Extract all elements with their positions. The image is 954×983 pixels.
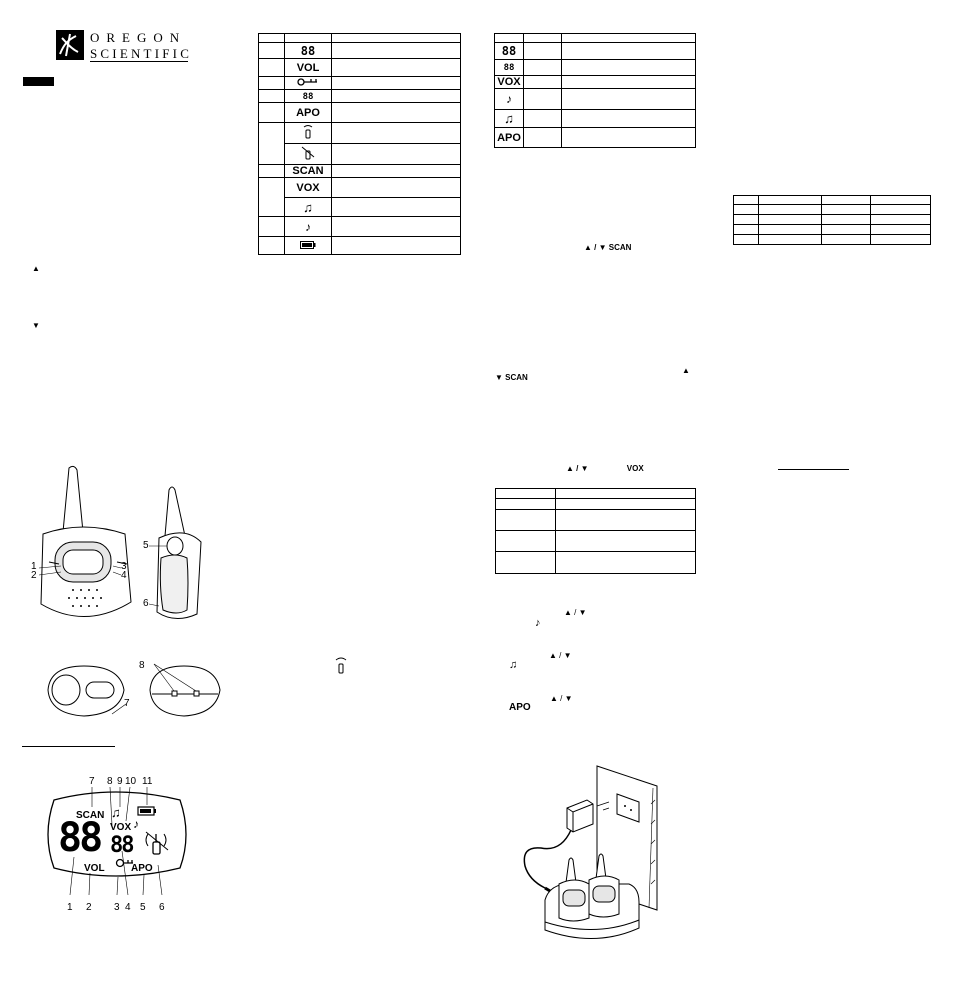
up-arrow-icon: ▲ — [32, 264, 40, 273]
lcd-code-digits: 88 — [110, 833, 134, 858]
callout-1: 1 — [31, 561, 37, 572]
t2-tone-icon: ♫ — [494, 109, 524, 128]
logo-line-2: SCIENTIFIC — [90, 46, 193, 61]
t1-apo-label: APO — [284, 102, 332, 123]
logo-rule — [90, 61, 188, 62]
logo-mark-icon — [56, 30, 84, 60]
t1-vol-label: VOL — [284, 58, 332, 77]
callout-2: 2 — [31, 570, 37, 581]
lcd-vol-label: VOL — [84, 863, 105, 874]
lcd-number-3: 3 — [114, 902, 120, 913]
apo-line-keys: ▲ / ▼ — [550, 694, 573, 703]
lcd-icon-table-1: 88 VOL 88 APO SCAN VOX ♫ ♪ — [258, 33, 461, 255]
t2-small-digits-icon: 88 — [494, 59, 524, 76]
down-arrow-icon: ▼ — [598, 243, 607, 252]
scan-key-line-1: ▲ / ▼ SCAN — [584, 243, 632, 252]
lcd-vox-label: VOX — [110, 822, 132, 833]
lcd-number-8: 8 — [107, 776, 113, 787]
callout-7: 7 — [124, 698, 130, 709]
t2-vox-label: VOX — [494, 75, 524, 89]
key-icon — [297, 78, 317, 86]
lcd-tone-icon: ♫ — [111, 805, 121, 820]
section-heading-underline — [22, 745, 115, 747]
lcd-number-5: 5 — [140, 902, 146, 913]
down-arrow-icon: ▼ — [32, 321, 40, 330]
tone-note-icon: ♫ — [509, 659, 518, 671]
t2-digits-icon: 88 — [494, 42, 524, 60]
oregon-scientific-logo: OREGON SCIENTIFIC — [56, 30, 189, 66]
tone-line-2-keys: ▲ / ▼ — [549, 651, 572, 660]
device-front-side-illustration — [38, 465, 202, 619]
scan-key-label: SCAN — [608, 243, 632, 252]
lcd-leader-lines — [69, 786, 163, 896]
device-top-bottom-illustration — [47, 663, 221, 717]
lcd-number-9: 9 — [117, 776, 123, 787]
call-icon — [301, 146, 315, 159]
vox-key-line: ▲ / ▼ VOX — [566, 464, 644, 473]
up-arrow-icon: ▲ — [549, 651, 557, 660]
callout-6: 6 — [143, 598, 149, 609]
callout-4: 4 — [121, 570, 127, 581]
down-arrow-icon: ▼ — [580, 464, 589, 473]
lcd-channel-digits: 88 — [58, 815, 103, 861]
logo-line-1: OREGON — [90, 30, 187, 45]
t2-apo-label: APO — [494, 127, 524, 148]
section-tab — [23, 77, 54, 86]
lcd-scan-label: SCAN — [76, 810, 105, 821]
scan-key-label: SCAN — [505, 373, 528, 382]
signal-icon — [303, 124, 313, 138]
down-arrow-icon: ▼ — [578, 608, 587, 617]
up-arrow-icon: ▲ — [550, 694, 558, 703]
lcd-number-2: 2 — [86, 902, 92, 913]
down-arrow-icon: ▼ — [563, 651, 572, 660]
t2-ringer-icon: ♪ — [494, 88, 524, 110]
lcd-icon-table-2: 88 88 VOX ♪ ♫ APO — [494, 33, 696, 148]
lcd-ringer-icon: ♪ — [133, 817, 139, 831]
vox-key-label: VOX — [626, 464, 644, 473]
callout-8: 8 — [139, 660, 145, 671]
signal-inline-icon — [335, 657, 347, 674]
ringer-note-icon: ♪ — [535, 617, 541, 629]
lcd-number-10: 10 — [125, 776, 137, 787]
lcd-display-outline — [47, 791, 187, 877]
charging-cradle-illustration — [523, 765, 658, 939]
t1-digits-icon: 88 — [300, 43, 316, 58]
lcd-number-1: 1 — [67, 902, 73, 913]
t1-tone-icon: ♫ — [284, 197, 332, 217]
lcd-apo-label: APO — [131, 863, 153, 874]
vox-sensitivity-table — [495, 488, 696, 574]
lcd-number-7: 7 — [89, 776, 95, 787]
lcd-number-6: 6 — [159, 902, 165, 913]
lcd-number-4: 4 — [125, 902, 131, 913]
t1-small-digits-icon: 88 — [302, 92, 314, 102]
up-arrow-icon: ▲ — [682, 366, 690, 375]
callout-5: 5 — [143, 540, 149, 551]
t1-vox-label: VOX — [284, 177, 332, 198]
down-arrow-icon: ▼ — [495, 373, 503, 382]
down-arrow-icon: ▼ — [564, 694, 573, 703]
lcd-number-11: 11 — [142, 776, 153, 787]
t1-ringer-icon: ♪ — [284, 216, 332, 237]
up-arrow-icon: ▲ — [564, 608, 572, 617]
up-arrow-icon: ▲ — [566, 464, 574, 473]
section-heading-underline — [778, 468, 849, 470]
apo-key-label: APO — [509, 702, 531, 713]
tone-line-1-keys: ▲ / ▼ — [564, 608, 587, 617]
channel-table — [733, 195, 931, 245]
battery-icon — [300, 240, 316, 249]
scan-key-line-2: ▼ SCAN — [495, 373, 528, 382]
t1-scan-label: SCAN — [284, 164, 332, 178]
callout-3: 3 — [121, 561, 127, 572]
up-arrow-icon: ▲ — [584, 243, 592, 252]
